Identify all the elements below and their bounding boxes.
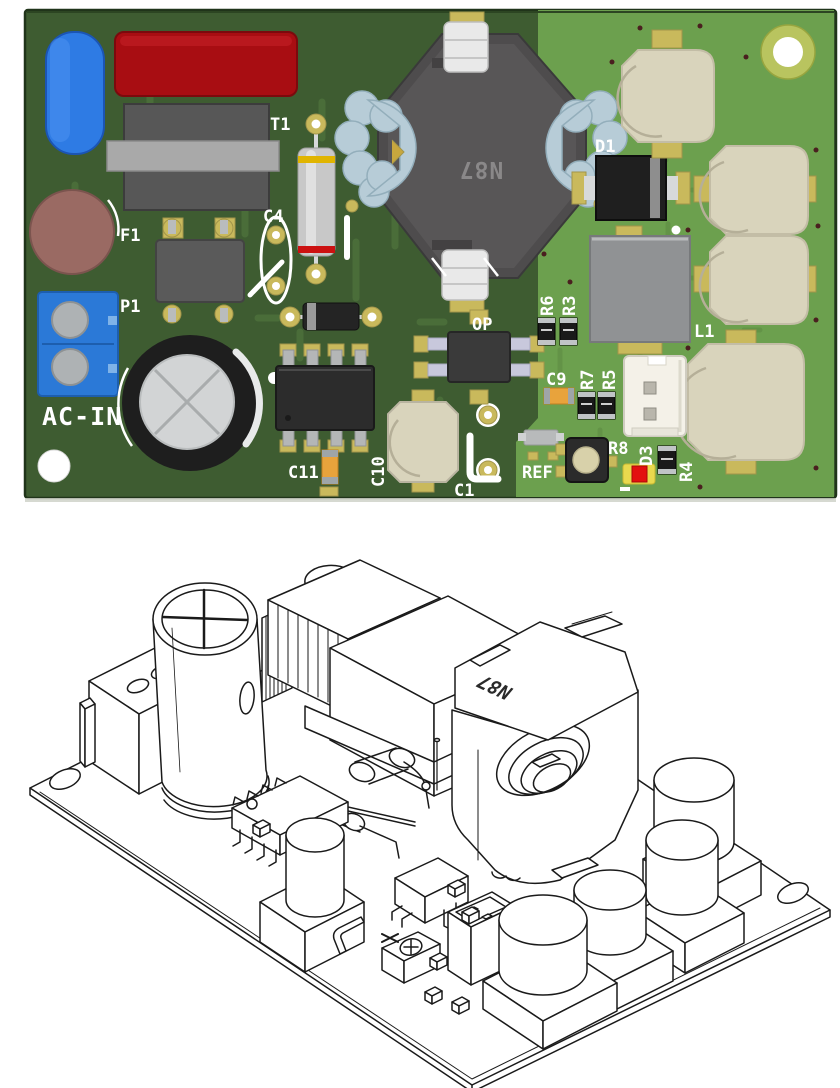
iso-bent-rod — [332, 916, 365, 955]
smd-resistors-r7-r5 — [577, 391, 616, 420]
label-op: OP — [472, 315, 492, 335]
pcb-isometric-line-view: N87 — [29, 559, 831, 1088]
label-r5: R5 — [600, 370, 620, 390]
led-d3 — [620, 463, 656, 491]
iso-hole-right — [777, 881, 809, 905]
label-p1: P1 — [120, 297, 140, 317]
label-f1: F1 — [120, 226, 140, 246]
label-d1: D1 — [595, 137, 615, 157]
smd-cap-c9 — [543, 387, 575, 405]
smd-cap-right-2 — [693, 235, 817, 325]
smd-resistor-r4 — [657, 445, 677, 475]
pcb-top-view: T1 F1 C4 P1 AC-IN — [23, 8, 838, 502]
label-r7: R7 — [578, 370, 598, 390]
axial-diode — [279, 302, 383, 331]
label-r4: R4 — [677, 462, 697, 482]
soic8-ic — [275, 343, 375, 453]
axial-resistor-vertical — [297, 113, 336, 285]
label-c11: C11 — [288, 463, 319, 483]
smd-cap-right-3 — [673, 329, 805, 475]
fuse-f1 — [29, 189, 120, 275]
label-ac-in: AC-IN — [42, 402, 122, 431]
core-marking-n87: N87 — [459, 156, 504, 182]
c1-pads — [466, 403, 502, 483]
diode-d1 — [571, 155, 691, 235]
trimmer-r8 — [555, 437, 618, 483]
label-ref: REF — [522, 463, 553, 483]
bulk-capacitor — [117, 335, 263, 471]
label-t1: T1 — [270, 115, 290, 135]
iso-trimmer — [381, 931, 441, 984]
label-c10: C10 — [369, 456, 389, 487]
output-connector — [623, 355, 687, 437]
smd-cap-top — [616, 29, 715, 159]
main-transformer — [334, 11, 628, 313]
smd-cap-c10 — [387, 389, 459, 493]
label-c1: C1 — [454, 481, 474, 501]
label-l1: L1 — [694, 322, 714, 342]
iso-bulk-capacitor — [152, 582, 270, 820]
iso-resistor-cylinder — [348, 747, 431, 809]
label-d3: D3 — [637, 446, 657, 466]
coil-left — [334, 90, 417, 208]
label-r6: R6 — [538, 296, 558, 316]
mounting-hole-top-right — [760, 24, 816, 80]
ac-terminal-p1 — [37, 291, 119, 397]
inductor-l1 — [589, 225, 691, 355]
smd-cap-right-1 — [693, 145, 817, 235]
film-capacitor-red — [114, 31, 298, 97]
label-r8: R8 — [608, 439, 628, 459]
iso-output-cap-4 — [482, 894, 618, 1050]
core-clip-bottom — [431, 249, 499, 301]
iso-output-cap-2 — [635, 819, 745, 974]
label-c9: C9 — [546, 370, 566, 390]
iso-main-transformer — [433, 611, 639, 885]
film-capacitor-blue — [45, 31, 105, 155]
optocoupler-op — [413, 309, 545, 405]
label-c4: C4 — [263, 207, 283, 227]
smd-cap-c11 — [319, 449, 339, 497]
iso-smd-parts — [252, 819, 480, 1015]
smd-resistors-r6-r3 — [537, 317, 578, 346]
iso-hole-left — [49, 767, 81, 791]
mounting-hole-bottom-left — [37, 449, 71, 483]
label-r3: R3 — [560, 296, 580, 316]
c4-pads — [247, 215, 293, 305]
board-edge-shadow — [25, 498, 836, 502]
bridge-rectifier — [155, 218, 245, 324]
core-clip-top — [443, 21, 489, 73]
ref-regulator — [518, 429, 564, 461]
